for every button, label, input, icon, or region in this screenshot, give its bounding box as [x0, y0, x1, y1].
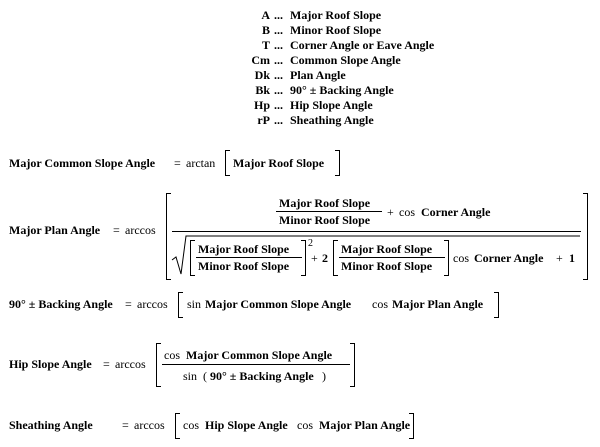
legend-symbol: Hp — [253, 98, 270, 112]
left-bracket — [175, 413, 180, 439]
term-major-plan-angle: Major Plan Angle — [392, 297, 484, 311]
legend-text: 90° ± Backing Angle — [290, 83, 394, 97]
legend-sep: ... — [274, 98, 283, 112]
cos-operator: cos — [453, 251, 469, 265]
cos-operator: cos — [297, 418, 313, 432]
close-paren: ) — [322, 369, 326, 383]
term-major-roof-slope: Major Roof Slope — [279, 196, 371, 210]
legend-sep: ... — [274, 83, 283, 97]
plus-sign: + — [311, 251, 318, 265]
arccos-operator: arccos — [137, 297, 168, 311]
term-major-common-slope-angle: Major Common Slope Angle — [205, 297, 352, 311]
coefficient: 2 — [322, 251, 328, 265]
equals-sign: = — [103, 357, 110, 371]
formula-lhs: Major Plan Angle — [9, 223, 101, 237]
left-bracket — [156, 343, 161, 387]
right-bracket — [301, 240, 306, 276]
legend-text: Hip Slope Angle — [290, 98, 373, 112]
legend-symbol: rP — [257, 113, 270, 127]
equals-sign: = — [125, 297, 132, 311]
main-fraction-bar — [172, 231, 581, 232]
sqrt-radical-icon — [171, 235, 580, 275]
cos-operator: cos — [399, 205, 415, 219]
right-bracket — [444, 240, 449, 276]
term-major-roof-slope: Major Roof Slope — [198, 242, 290, 256]
term-minor-roof-slope: Minor Roof Slope — [341, 259, 433, 273]
equals-sign: = — [113, 223, 120, 237]
plus-sign: + — [556, 251, 563, 265]
cos-operator: cos — [183, 418, 199, 432]
legend-sep: ... — [274, 68, 283, 82]
term-corner-angle: Corner Angle — [421, 205, 491, 219]
arccos-operator: arccos — [134, 418, 165, 432]
right-bracket — [335, 150, 340, 176]
legend-symbol: Bk — [255, 83, 270, 97]
legend-text: Common Slope Angle — [290, 53, 401, 67]
cos-operator: cos — [164, 348, 180, 362]
legend-symbol: B — [261, 23, 270, 37]
equals-sign: = — [174, 156, 181, 170]
left-bracket — [225, 150, 230, 176]
sin-operator: sin — [187, 297, 202, 311]
right-bracket — [583, 193, 588, 280]
term-major-plan-angle: Major Plan Angle — [319, 418, 411, 432]
legend-sep: ... — [274, 53, 283, 67]
fraction-bar — [276, 211, 382, 212]
fraction-bar — [196, 257, 302, 258]
legend-symbol: Dk — [254, 68, 270, 82]
term-minor-roof-slope: Minor Roof Slope — [279, 213, 371, 227]
equals-sign: = — [122, 418, 129, 432]
left-bracket — [166, 193, 171, 280]
arccos-operator: arccos — [125, 223, 156, 237]
arccos-operator: arccos — [115, 357, 146, 371]
right-bracket — [409, 413, 414, 439]
legend-text: Minor Roof Slope — [290, 23, 382, 37]
legend-text: Sheathing Angle — [290, 113, 374, 127]
exponent: 2 — [308, 238, 313, 249]
open-paren: ( — [203, 369, 207, 383]
fraction-bar — [162, 364, 350, 365]
term-corner-angle: Corner Angle — [474, 251, 544, 265]
formula-lhs: 90° ± Backing Angle — [9, 297, 113, 311]
left-bracket — [333, 240, 338, 276]
legend-sep: ... — [274, 23, 283, 37]
formula-lhs: Hip Slope Angle — [9, 357, 92, 371]
term-hip-slope-angle: Hip Slope Angle — [205, 418, 288, 432]
arctan-operator: arctan — [186, 156, 216, 170]
term-major-roof-slope: Major Roof Slope — [233, 156, 325, 170]
legend-sep: ... — [274, 8, 283, 22]
term-major-roof-slope: Major Roof Slope — [341, 242, 433, 256]
legend-sep: ... — [274, 113, 283, 127]
legend-symbol: A — [261, 8, 270, 22]
right-bracket — [494, 292, 499, 318]
term-major-common-slope-angle: Major Common Slope Angle — [186, 348, 333, 362]
legend-text: Major Roof Slope — [290, 8, 382, 22]
legend-text: Plan Angle — [290, 68, 346, 82]
legend-text: Corner Angle or Eave Angle — [290, 38, 435, 52]
term-minor-roof-slope: Minor Roof Slope — [198, 259, 290, 273]
cos-operator: cos — [372, 297, 388, 311]
legend-sep: ... — [274, 38, 283, 52]
legend-symbol: Cm — [251, 53, 270, 67]
formula-lhs: Major Common Slope Angle — [9, 156, 156, 170]
fraction-bar — [339, 257, 445, 258]
formula-lhs: Sheathing Angle — [9, 418, 93, 432]
legend-symbol: T — [261, 38, 270, 52]
left-bracket — [190, 240, 195, 276]
left-bracket — [178, 292, 183, 318]
plus-sign: + — [387, 205, 394, 219]
sin-operator: sin — [183, 369, 198, 383]
constant-one: 1 — [569, 251, 575, 265]
term-backing-angle: 90° ± Backing Angle — [210, 369, 314, 383]
right-bracket — [350, 343, 355, 387]
